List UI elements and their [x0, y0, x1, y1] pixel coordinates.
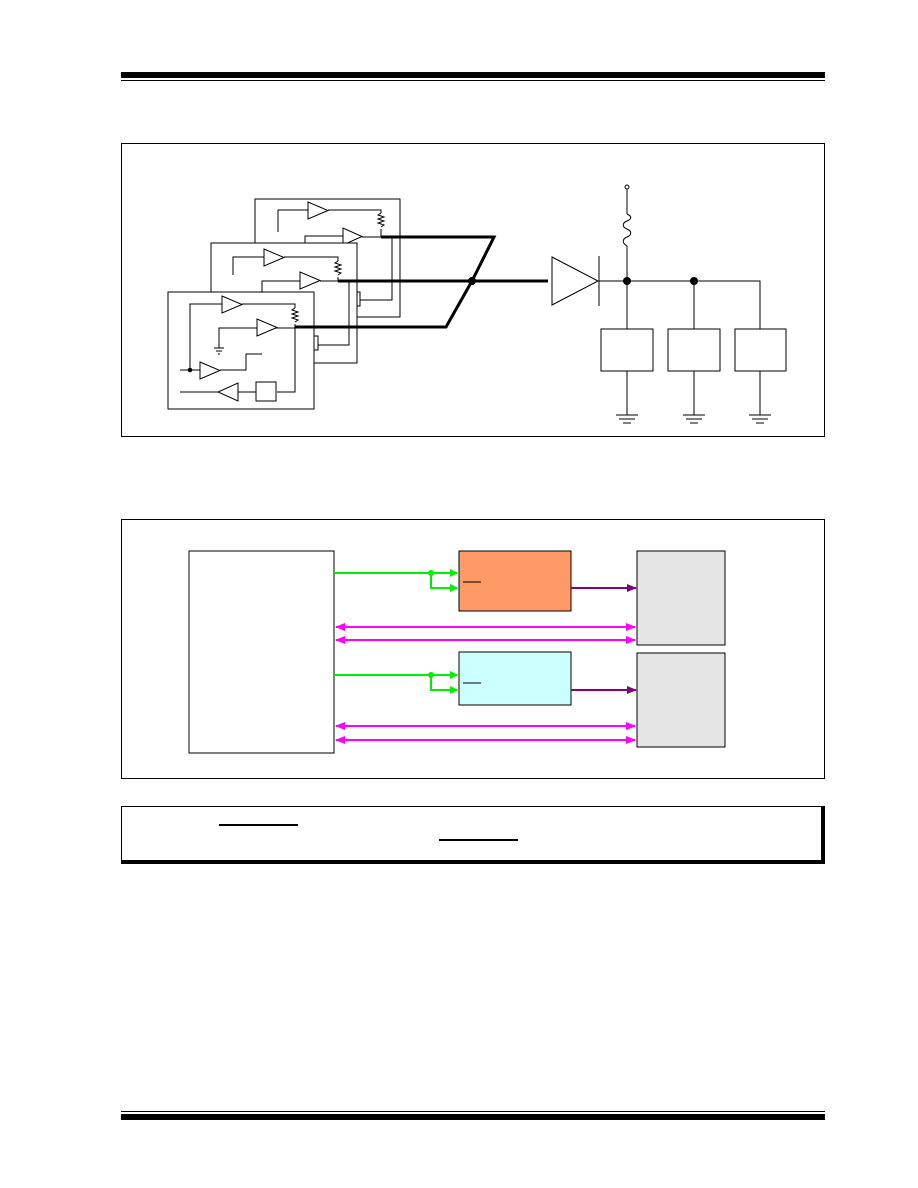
ground-icon: [214, 347, 224, 355]
ground-icon: [683, 414, 705, 424]
junction-dot-icon: [428, 570, 434, 576]
junction-dot-icon: [187, 367, 193, 373]
resistor-icon: [376, 212, 386, 228]
ground-icon: [616, 414, 638, 424]
data-bus-lines: [335, 623, 636, 744]
resistor-icon: [333, 260, 343, 276]
footer-rule-thick: [121, 1114, 825, 1120]
junction-dot-icon: [468, 277, 476, 285]
load-box-3: [734, 328, 787, 372]
footer-rule-thin: [121, 1111, 825, 1112]
note-overline-1: [219, 824, 298, 826]
upper-target-block: [636, 550, 726, 646]
controller-block: [188, 550, 335, 754]
load-box-1: [600, 328, 654, 372]
chip-select-upper: [334, 569, 458, 592]
inductor-icon: [622, 213, 632, 247]
amplifier-icon: [221, 295, 244, 314]
module-board-front: [167, 291, 315, 410]
amplifier-icon: [263, 248, 286, 267]
amplifier-icon: [216, 382, 239, 402]
amplifier-icon: [307, 201, 330, 220]
upper-device-block: [458, 550, 572, 612]
header-rule-thin: [121, 80, 825, 81]
lower-target-block: [636, 652, 726, 748]
backplane-bus: [295, 235, 548, 329]
amplifier-icon: [199, 361, 222, 380]
junction-dot-icon: [428, 672, 434, 678]
ground-icon: [749, 414, 771, 424]
note-box: [121, 806, 825, 864]
diode-icon: [551, 256, 600, 306]
note-overline-2: [439, 839, 518, 841]
junction-dot-icon: [690, 277, 698, 285]
lower-device-block: [458, 651, 572, 706]
load-box-2: [667, 328, 721, 372]
driver-and-loads: [551, 184, 787, 424]
chip-select-lower: [334, 671, 458, 694]
header-rule-thick: [121, 72, 825, 78]
resistor-icon: [290, 307, 300, 323]
junction-dot-icon: [623, 277, 631, 285]
